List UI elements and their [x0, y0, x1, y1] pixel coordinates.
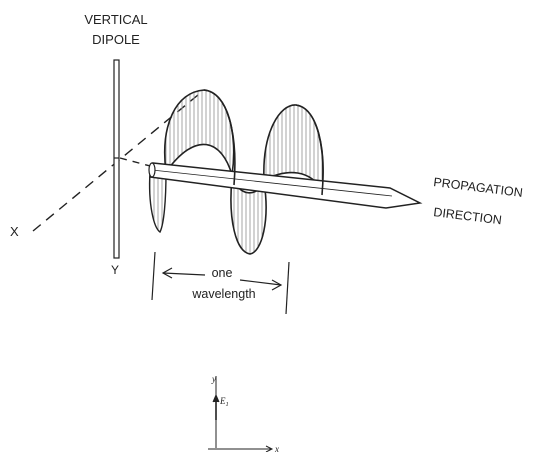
inset-x-axis-label: x [274, 444, 279, 452]
propagation-arrow-inner-edge [151, 169, 393, 197]
inset-x-arrowhead [265, 445, 274, 452]
wavelength-label-line2: wavelength [191, 287, 255, 301]
wave-loop-2 [230, 174, 267, 255]
vertical-dipole-rod [113, 59, 120, 259]
y-axis-label: Y [111, 263, 119, 277]
wavelength-left-tick [151, 251, 156, 301]
inset-y-axis-label: y [211, 374, 216, 384]
wavelength-arrow-left [162, 272, 206, 276]
inset-axes: y E1 x [208, 374, 279, 452]
wavelength-right-tick [285, 261, 290, 315]
inset-field-subscript: 1 [226, 401, 229, 408]
wavelength-arrowhead-right [271, 279, 283, 291]
dipole-label-line1: VERTICAL [84, 12, 147, 27]
inset-field-letter: E [219, 396, 226, 406]
propagation-arrow-tail [148, 162, 156, 178]
wavelength-arrow-right [239, 279, 282, 286]
wave-front-stroke-2 [295, 104, 324, 196]
dipole-label-line2: DIPOLE [92, 32, 140, 47]
propagation-label-line1: PROPAGATION [433, 175, 524, 200]
wave-loop-0-lower [148, 171, 167, 234]
x-axis-label: X [10, 224, 19, 239]
propagation-label-line2: DIRECTION [433, 205, 503, 227]
dipole-to-arrow-dashed-line [119, 157, 155, 168]
inset-field-label: E1 [219, 396, 229, 408]
inset-field-arrowhead [212, 393, 220, 403]
wavelength-label-line1: one [212, 266, 233, 280]
wavelength-arrowhead-left [161, 267, 173, 279]
wave-front-stroke-1 [203, 89, 236, 186]
